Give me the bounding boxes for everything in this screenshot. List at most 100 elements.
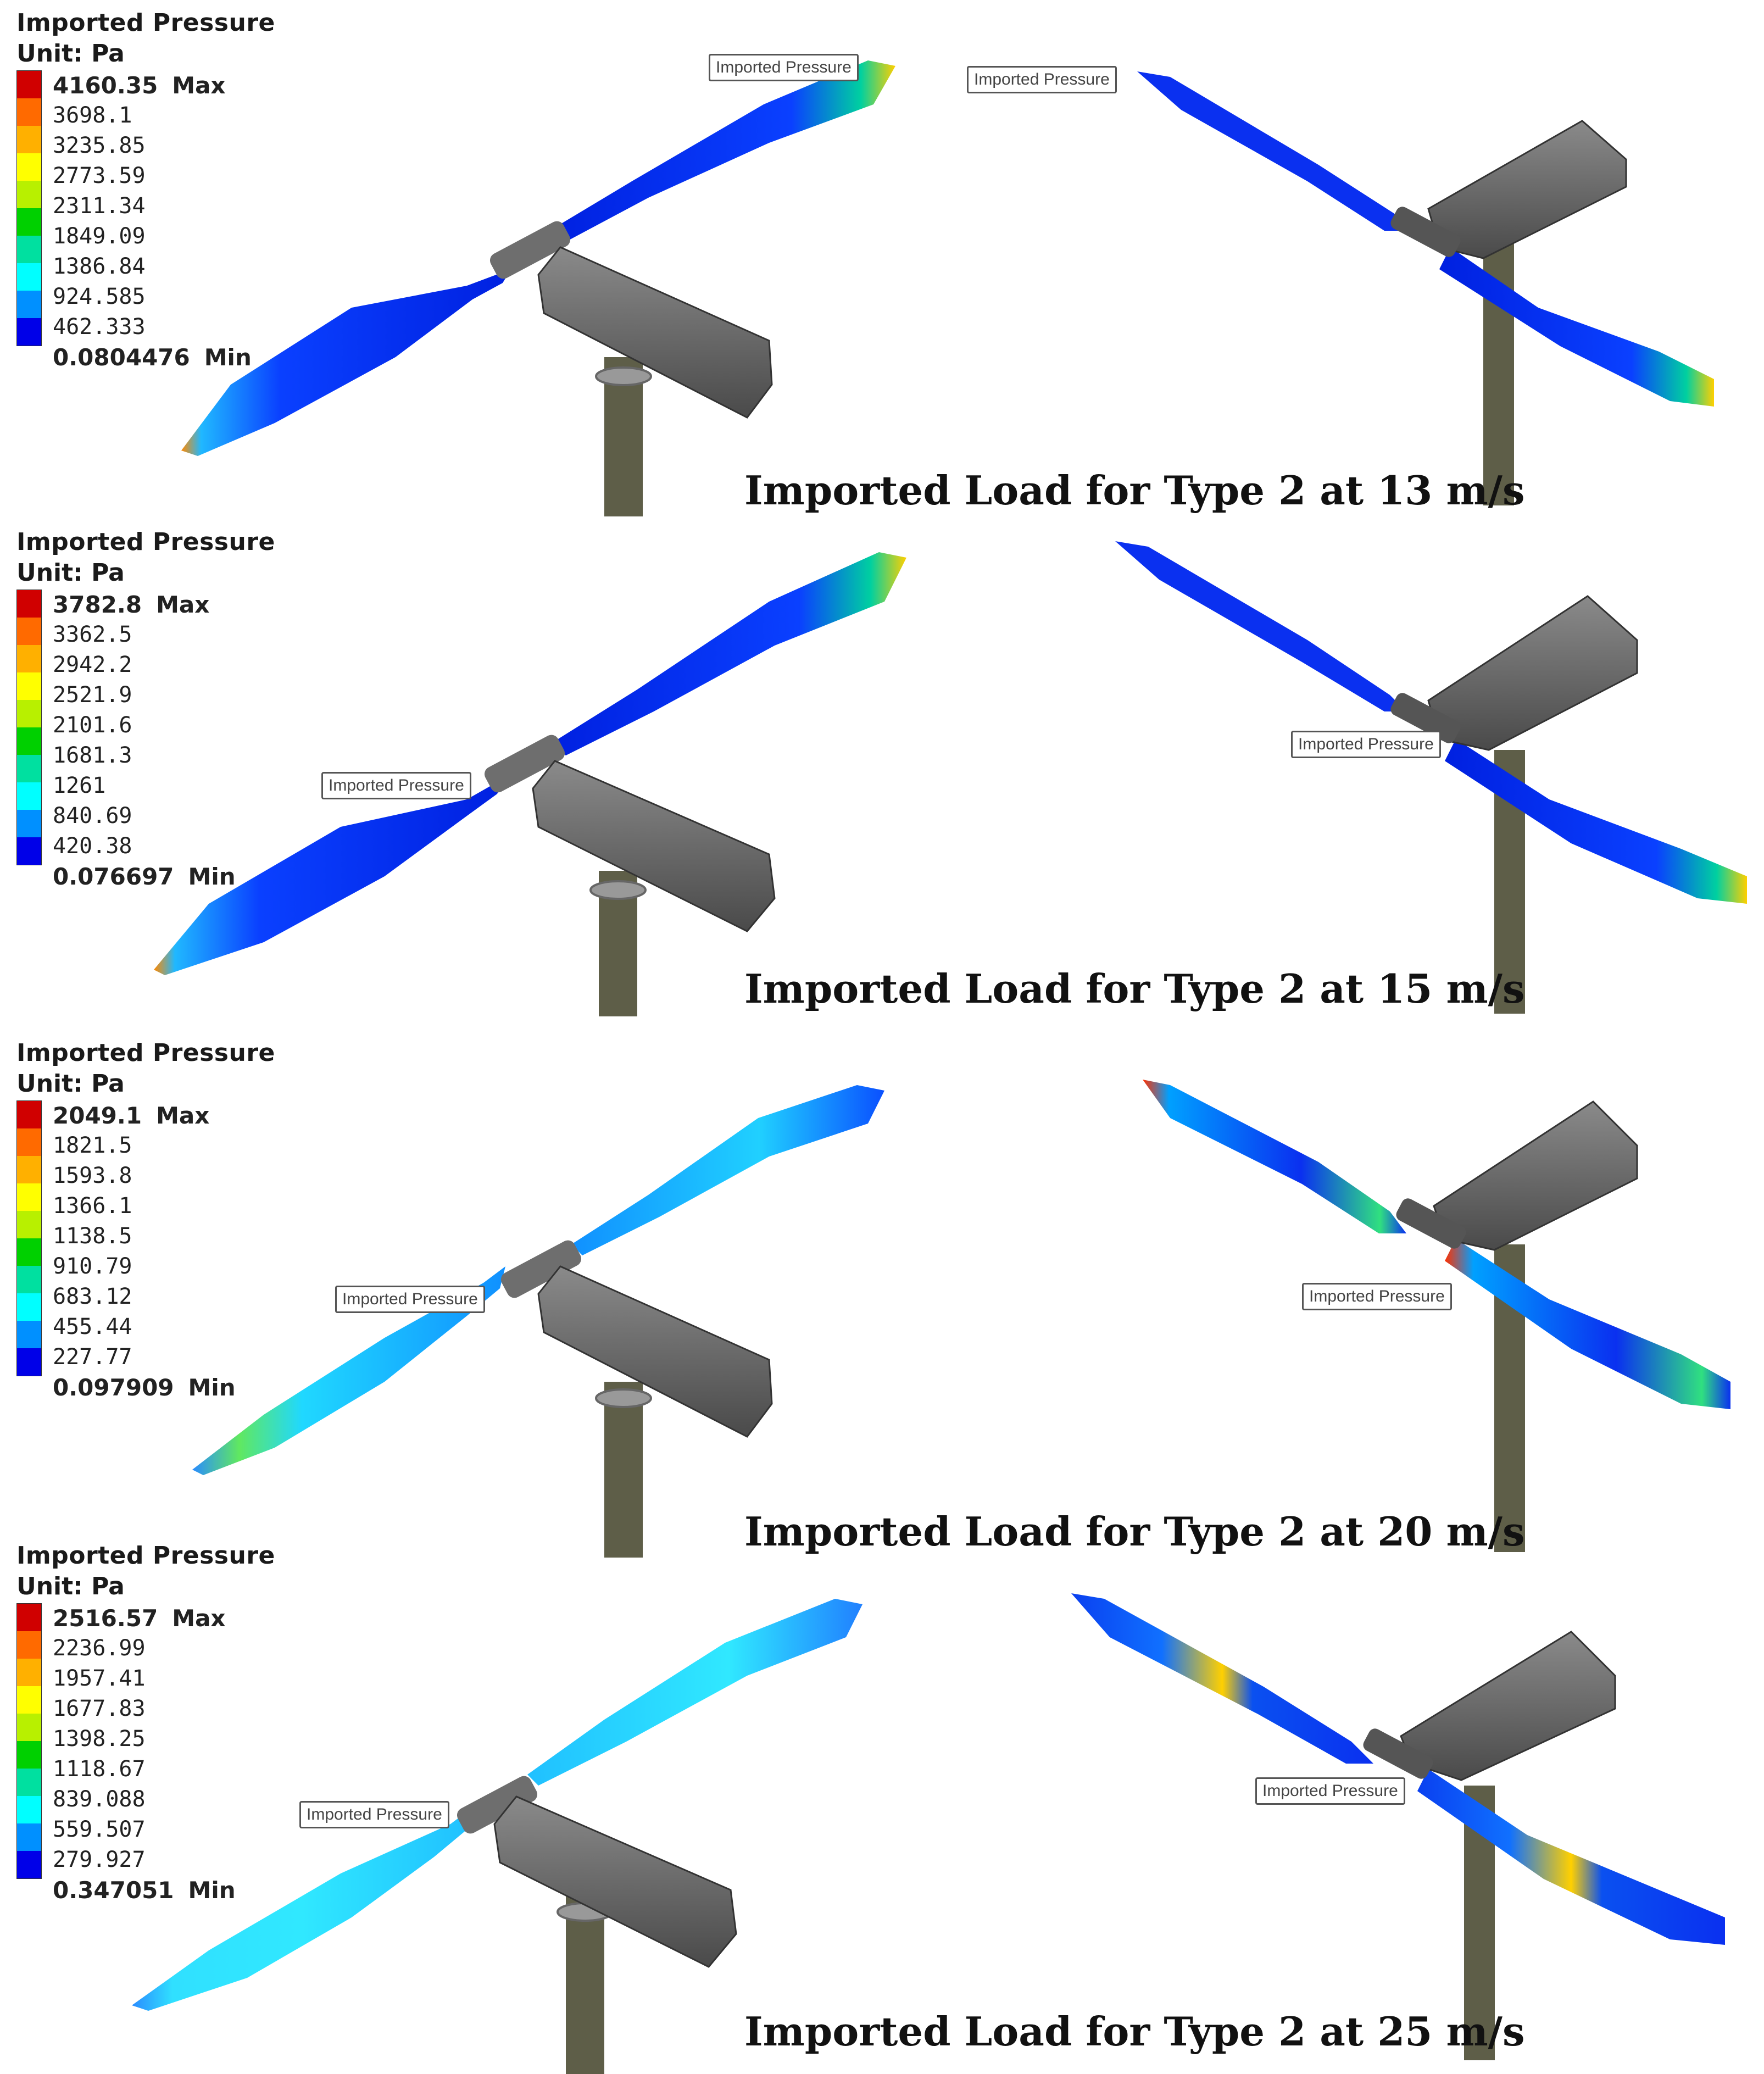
legend-max-value: 3782.8 — [53, 591, 142, 618]
legend-level: 3698.1 — [53, 103, 132, 128]
color-scale-bar — [16, 70, 42, 346]
color-scale-segment — [17, 1796, 41, 1823]
color-scale-segment — [17, 291, 41, 318]
blade-lower — [1417, 1769, 1725, 1945]
blade-lower — [132, 1808, 472, 2011]
color-scale-segment — [17, 1156, 41, 1183]
color-scale-segment — [17, 1101, 41, 1128]
color-scale-segment — [17, 1604, 41, 1631]
yaw-ring — [589, 880, 647, 900]
blade-lower — [1445, 739, 1747, 904]
color-scale-segment — [17, 1348, 41, 1376]
hub — [1363, 1728, 1433, 1779]
color-scale-bar — [16, 590, 42, 865]
panel-caption: Imported Load for Type 2 at 20 m/s — [744, 1508, 1525, 1555]
legend-min-tag: Min — [188, 1877, 236, 1904]
legend-title: Imported Pressure — [16, 1542, 275, 1570]
hub — [1390, 207, 1461, 257]
color-scale-segment — [17, 590, 41, 618]
probe-label-right: Imported Pressure — [1302, 1283, 1452, 1310]
yaw-ring — [595, 366, 652, 386]
legend-min-value: 0.097909 — [53, 1374, 174, 1401]
color-scale-segment — [17, 1659, 41, 1686]
color-scale-segment — [17, 1823, 41, 1851]
color-scale-bar — [16, 1603, 42, 1879]
probe-label-left: Imported Pressure — [321, 772, 471, 799]
legend-min-tag: Min — [188, 1374, 236, 1401]
color-scale-segment — [17, 1238, 41, 1266]
color-scale-segment — [17, 782, 41, 810]
color-scale-segment — [17, 727, 41, 755]
color-scale-segment — [17, 318, 41, 346]
legend-level: 1138.5 — [53, 1224, 132, 1249]
legend-max-value: 2516.57 — [53, 1605, 158, 1632]
hub — [457, 1776, 538, 1834]
blade-upper — [1115, 541, 1406, 711]
legend-level: 1681.3 — [53, 743, 132, 768]
hub — [1390, 693, 1461, 743]
legend-max-tag: Max — [156, 1102, 210, 1129]
legend-level: 1849.09 — [53, 224, 146, 249]
legend-level: 3235.85 — [53, 133, 146, 158]
legend-level: 279.927 — [53, 1847, 146, 1872]
legend-level: 839.088 — [53, 1787, 146, 1812]
blade-lower — [1439, 247, 1714, 407]
hub — [484, 735, 565, 793]
panel-13ms: Imported Pressure Unit: Pa 4160.35 Max 36… — [0, 0, 1764, 516]
legend-level: 2236.99 — [53, 1636, 146, 1661]
legend-title: Imported Pressure — [16, 1039, 275, 1067]
turbine-render-15ms — [154, 541, 1747, 1016]
probe-label-left: Imported Pressure — [709, 54, 859, 81]
color-scale-segment — [17, 1128, 41, 1156]
legend-min-tag: Min — [204, 344, 252, 371]
blade-lower — [154, 777, 505, 975]
blade-lower — [192, 1266, 505, 1475]
legend-min-value: 0.076697 — [53, 863, 174, 890]
color-scale-segment — [17, 1741, 41, 1769]
legend-max: 3782.8 Max — [53, 590, 236, 620]
blade-upper — [527, 1599, 862, 1786]
color-scale-segment — [17, 1714, 41, 1741]
legend-max-tag: Max — [172, 72, 226, 99]
color-scale-segment — [17, 645, 41, 672]
legend-max-tag: Max — [156, 591, 210, 618]
color-scale-segment — [17, 755, 41, 782]
blade-upper — [1137, 71, 1406, 231]
yaw-ring — [595, 1388, 652, 1408]
probe-label-left: Imported Pressure — [299, 1801, 449, 1828]
legend-level: 1261 — [53, 773, 106, 798]
legend-level: 455.44 — [53, 1314, 132, 1339]
legend-min: 0.076697 Min — [53, 861, 236, 892]
nacelle — [493, 1795, 737, 1968]
nacelle — [532, 760, 776, 932]
legend-level: 2942.2 — [53, 652, 132, 677]
legend-level: 1118.67 — [53, 1756, 146, 1782]
color-scale-segment — [17, 1631, 41, 1659]
legend-level: 1593.8 — [53, 1163, 132, 1188]
tower — [604, 1382, 643, 1558]
legend-unit: Unit: Pa — [16, 40, 125, 68]
turbine-render-20ms — [192, 1080, 1730, 1558]
legend-max-value: 4160.35 — [53, 72, 158, 99]
blade-lower — [1445, 1239, 1730, 1409]
blade-upper — [571, 1085, 884, 1255]
color-scale-segment — [17, 1211, 41, 1238]
blade-upper — [549, 552, 906, 755]
hub — [500, 1240, 582, 1298]
panel-caption: Imported Load for Type 2 at 25 m/s — [744, 2008, 1525, 2055]
legend-level: 1398.25 — [53, 1726, 146, 1751]
legend-min-tag: Min — [188, 863, 236, 890]
blade-upper — [1071, 1593, 1373, 1764]
legend-level: 1366.1 — [53, 1193, 132, 1219]
legend-level: 910.79 — [53, 1254, 132, 1279]
legend-unit: Unit: Pa — [16, 1572, 125, 1600]
